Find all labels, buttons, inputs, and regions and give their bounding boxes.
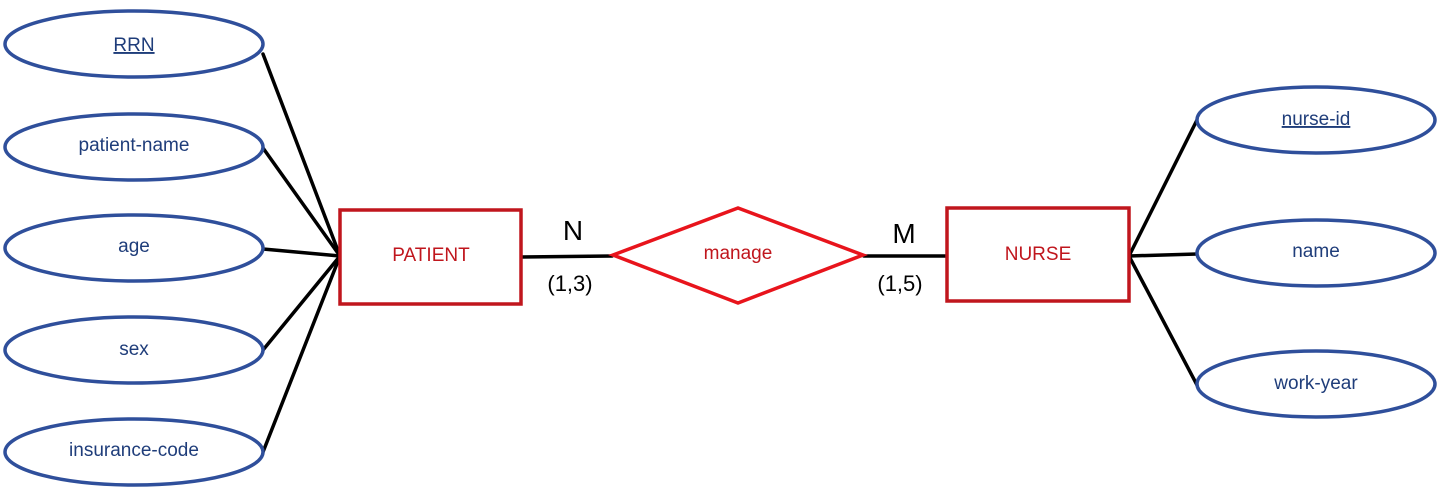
connector-patient-manage (519, 254, 614, 259)
attribute-patient-name: patient-name (3, 112, 265, 182)
attribute-age: age (3, 213, 265, 283)
connector-name (1127, 252, 1199, 258)
connector-patient-name (261, 146, 342, 258)
attribute-name-label: name (1292, 241, 1340, 262)
attribute-insurance-code: insurance-code (3, 417, 265, 487)
attribute-nurse-id: nurse-id (1195, 85, 1437, 155)
entity-patient: PATIENT (338, 208, 523, 306)
entity-nurse: NURSE (945, 206, 1131, 303)
connector-nurse-id (1127, 118, 1199, 258)
attribute-nurse-id-label: nurse-id (1282, 109, 1351, 130)
attribute-age-label: age (118, 236, 150, 257)
attribute-name: name (1195, 218, 1437, 288)
entity-nurse-label: NURSE (1005, 244, 1072, 265)
attribute-insurance-code-label: insurance-code (69, 440, 199, 461)
cardinality-left: N (563, 215, 583, 246)
attribute-sex-label: sex (119, 339, 149, 360)
entity-patient-label: PATIENT (392, 245, 470, 266)
attribute-work-year-label: work-year (1273, 373, 1358, 394)
attribute-sex: sex (3, 315, 265, 385)
connector-sex (261, 254, 342, 352)
attribute-work-year: work-year (1195, 349, 1437, 419)
attribute-rrn: RRN (3, 9, 265, 79)
connector-insurance-code (261, 254, 342, 454)
relationship-manage-label: manage (704, 243, 773, 264)
connector-work-year (1127, 254, 1199, 387)
cardinality-right: M (892, 218, 915, 249)
relationship-manage: manage (608, 206, 868, 305)
connector-rrn (261, 52, 342, 258)
attribute-patient-name-label: patient-name (79, 135, 190, 156)
attribute-rrn-label: RRN (113, 35, 154, 56)
connector-age (261, 247, 342, 258)
cardinality-right-range: (1,5) (877, 271, 922, 296)
cardinality-left-range: (1,3) (547, 271, 592, 296)
